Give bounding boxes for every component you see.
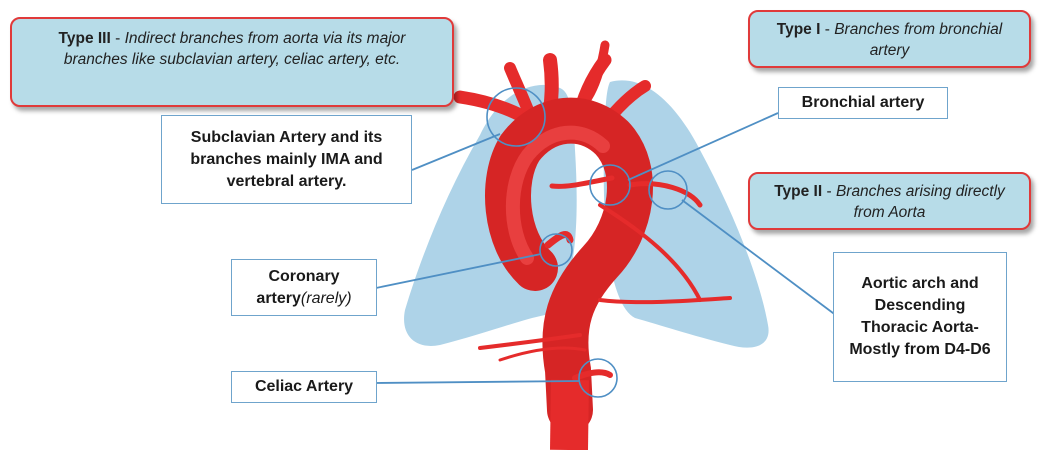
type3-title: Type III (59, 30, 111, 47)
coronary-label-wrap: Coronary artery(rarely) (240, 266, 368, 310)
aortic-arch-label-box: Aortic arch and Descending Thoracic Aort… (833, 252, 1007, 382)
type3-separator: - (111, 30, 125, 47)
bronchial-label-box: Bronchial artery (778, 87, 948, 119)
aortic-arch-label: Aortic arch and Descending Thoracic Aort… (844, 273, 996, 361)
type2-box: Type II - Branches arising directly from… (748, 172, 1031, 230)
type3-box: Type III - Indirect branches from aorta … (10, 17, 454, 107)
type2-separator: - (822, 183, 836, 200)
type2-description: Branches arising directly from Aorta (836, 183, 1005, 221)
type1-separator: - (820, 21, 834, 38)
coronary-label-box: Coronary artery(rarely) (231, 259, 377, 316)
celiac-label: Celiac Artery (255, 376, 353, 398)
celiac-label-box: Celiac Artery (231, 371, 377, 403)
bronchial-label: Bronchial artery (802, 92, 925, 114)
coronary-note: (rarely) (301, 290, 352, 307)
descending-aorta (569, 380, 570, 450)
subclavian-label-box: Subclavian Artery and its branches mainl… (161, 115, 412, 204)
type1-description: Branches from bronchial artery (834, 21, 1002, 59)
type2-title: Type II (774, 183, 822, 200)
subclavian-label: Subclavian Artery and its branches mainl… (174, 127, 399, 193)
type1-box: Type I - Branches from bronchial artery (748, 10, 1031, 68)
type1-title: Type I (777, 21, 821, 38)
